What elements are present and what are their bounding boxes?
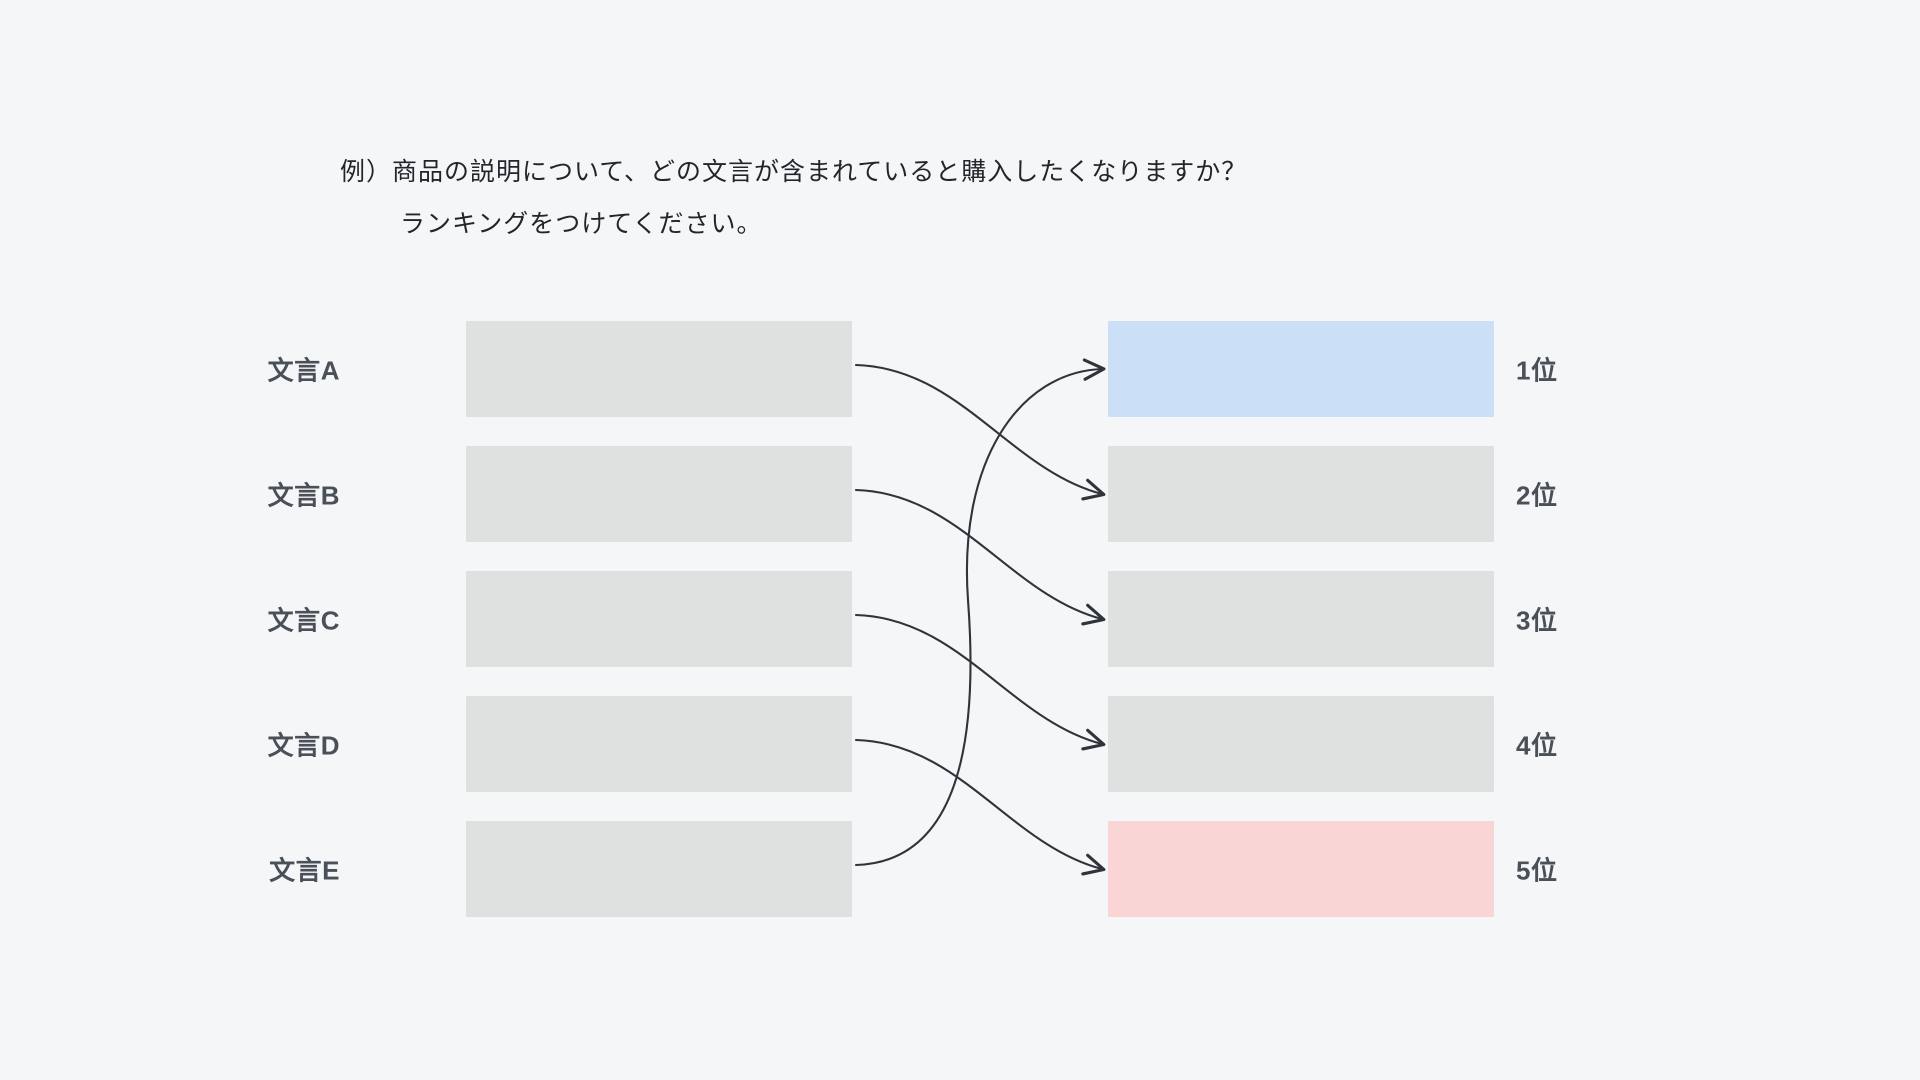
right-box-rank-5[interactable] xyxy=(1108,821,1494,917)
rank-label-1: 1位 xyxy=(1516,355,1558,386)
left-box-e[interactable] xyxy=(466,821,852,917)
left-label-d: 文言D xyxy=(267,730,340,761)
left-box-c[interactable] xyxy=(466,571,852,667)
rank-label-2: 2位 xyxy=(1516,480,1558,511)
right-box-rank-3[interactable] xyxy=(1108,571,1494,667)
left-label-b: 文言B xyxy=(267,480,340,511)
left-label-e: 文言E xyxy=(269,855,340,886)
arrow-d-to-rank5 xyxy=(854,738,1106,876)
prompt-line-2: ランキングをつけてください。 xyxy=(400,210,763,238)
right-box-rank-1[interactable] xyxy=(1108,321,1494,417)
left-box-d[interactable] xyxy=(466,696,852,792)
arrow-e-to-rank1 xyxy=(854,358,1106,867)
prompt-line-1: 例）商品の説明について、どの文言が含まれていると購入したくなりますか？ xyxy=(340,158,1248,186)
arrow-b-to-rank3 xyxy=(854,488,1106,626)
right-box-rank-4[interactable] xyxy=(1108,696,1494,792)
left-label-c: 文言C xyxy=(267,605,340,636)
arrow-c-to-rank4 xyxy=(854,613,1106,751)
rank-label-4: 4位 xyxy=(1516,730,1558,761)
left-label-a: 文言A xyxy=(267,355,340,386)
rank-label-5: 5位 xyxy=(1516,855,1558,886)
rank-label-3: 3位 xyxy=(1516,605,1558,636)
left-box-a[interactable] xyxy=(466,321,852,417)
arrow-a-to-rank2 xyxy=(854,363,1106,501)
left-box-b[interactable] xyxy=(466,446,852,542)
right-box-rank-2[interactable] xyxy=(1108,446,1494,542)
